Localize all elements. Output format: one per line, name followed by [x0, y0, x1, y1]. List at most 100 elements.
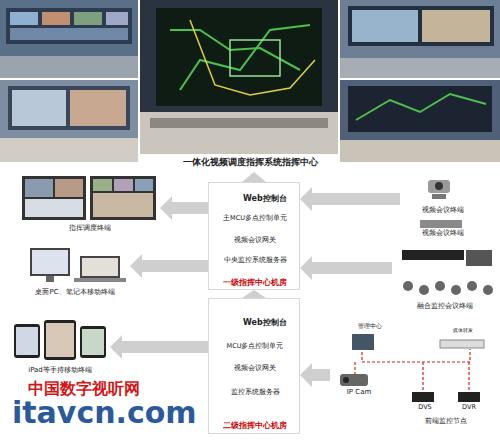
terminal-group: iPad等手持移动终端 — [10, 318, 110, 376]
node-text: 视频会议终端 — [400, 229, 485, 237]
camera-base — [432, 194, 446, 199]
monitor-icon — [352, 334, 374, 350]
desk — [340, 58, 500, 78]
monitor-icon — [30, 248, 70, 276]
node-text: iPad等手持移动终端 — [10, 366, 110, 374]
node-text: 管理中心 — [348, 323, 392, 329]
ip-camera-icon — [340, 374, 368, 386]
node-text: 视频会议网关 — [211, 237, 299, 244]
node-text: 二级指挥中心机房 — [209, 422, 301, 431]
screen-tile — [82, 258, 118, 276]
node-text: 监控系统服务器 — [211, 389, 299, 396]
screen-tile — [46, 323, 74, 357]
desk — [140, 112, 338, 154]
flow-arrow — [300, 256, 392, 280]
screen-tile — [82, 329, 104, 355]
node-text: 一体化视频调度指挥系统指挥中心 — [150, 157, 350, 167]
center-heading: 一体化视频调度指挥系统指挥中心 — [150, 157, 350, 172]
equipment-item: Web控制台 — [239, 187, 299, 211]
terminal-group: 视频会议终端 — [400, 218, 485, 238]
tablet-icon — [14, 324, 40, 358]
device-item: 管理中心 — [348, 323, 392, 333]
device-item: DVR — [452, 404, 486, 414]
screen-tile — [25, 199, 83, 217]
switch-device — [440, 340, 484, 348]
network-line — [362, 349, 470, 362]
video-wall — [8, 86, 130, 130]
node-text: 指挥调度终端 — [20, 224, 160, 232]
equipment-item: 视频会议网关 — [211, 365, 299, 377]
flow-arrow — [300, 187, 400, 211]
network-line — [422, 362, 423, 392]
camera-lens — [343, 377, 349, 383]
flow-arrow — [242, 172, 266, 182]
flow-arrow — [160, 196, 208, 220]
terminal-group: 桌面PC、笔记本移动终端 — [20, 242, 130, 298]
console — [150, 118, 328, 128]
dome-camera — [451, 285, 461, 295]
node-text: 视频会议终端 — [400, 206, 485, 214]
network-line — [468, 362, 469, 392]
control-room-photo — [340, 0, 500, 78]
flow-arrow — [110, 335, 208, 359]
node-text: MCU多点控制单元 — [211, 343, 299, 350]
node-text: 一级指挥中心机房 — [209, 279, 301, 288]
control-room-photo — [340, 80, 500, 162]
map-road — [356, 94, 486, 120]
rack-device — [402, 250, 464, 260]
equipment-item: 监控系统服务器 — [211, 389, 299, 401]
dome-camera — [403, 281, 413, 291]
desk — [340, 140, 500, 162]
node-text: 融合监控会议终端 — [392, 302, 498, 310]
camera-lens — [435, 182, 443, 190]
node-text: 中央监控系统服务器 — [211, 257, 299, 264]
camera-icon — [428, 180, 450, 193]
node-text: IP Cam — [334, 388, 384, 396]
control-room-photo — [0, 80, 138, 162]
screen-tile — [422, 10, 490, 42]
map-road — [190, 20, 315, 95]
node-text: Web控制台 — [243, 318, 299, 327]
device-item: IP Cam — [334, 388, 384, 400]
map-road — [230, 40, 280, 76]
desk — [0, 138, 138, 162]
screen-icon — [90, 176, 156, 220]
dome-camera — [483, 285, 493, 295]
node-text: DVR — [452, 404, 486, 411]
node-text: DVS — [408, 404, 442, 411]
node-text: Web控制台 — [243, 194, 299, 203]
dvs-device — [412, 392, 434, 402]
dome-camera — [419, 285, 429, 295]
dvr-device — [458, 392, 480, 402]
machine-room-box: 二级指挥中心机房 Web控制台 MCU多点控制单元视频会议网关监控系统服务器 — [208, 298, 300, 434]
equipment-item: 中央监控系统服务器 — [211, 257, 299, 269]
machine-room-box: 一级指挥中心机房 Web控制台主MCU多点控制单元视频会议网关中央监控系统服务器 — [208, 182, 300, 290]
map-road — [180, 25, 310, 90]
map-screen — [348, 86, 492, 132]
screen-tile — [70, 90, 126, 126]
watermark: itavcn.com — [12, 396, 202, 431]
screen-tile — [106, 12, 128, 25]
node-text: 前端监控节点 — [406, 417, 486, 425]
flow-arrow — [130, 254, 208, 278]
equipment-item: MCU多点控制单元 — [211, 343, 299, 355]
screen-tile — [93, 193, 153, 217]
node-text: 媒体转发 — [438, 328, 488, 334]
screen-tile — [32, 250, 68, 274]
screen-tile — [114, 179, 133, 191]
tablet-icon — [44, 320, 76, 360]
flow-arrow — [242, 290, 266, 298]
monitor-node-group: 前端监控节点 IP CamDVS DVR 管理中心媒体转发 — [330, 322, 496, 428]
screen-tile — [16, 327, 38, 355]
dome-camera — [467, 281, 477, 291]
equipment-item: 主MCU多点控制单元 — [211, 215, 299, 227]
desk — [0, 56, 138, 78]
screen-tile — [135, 179, 153, 191]
device-item: 媒体转发 — [438, 328, 488, 338]
control-room-photo — [140, 0, 338, 154]
screen-tile — [12, 90, 66, 126]
screen-tile — [93, 179, 112, 191]
rack-device — [466, 250, 492, 266]
screen-tile — [10, 12, 38, 25]
screen-icon — [22, 176, 86, 220]
